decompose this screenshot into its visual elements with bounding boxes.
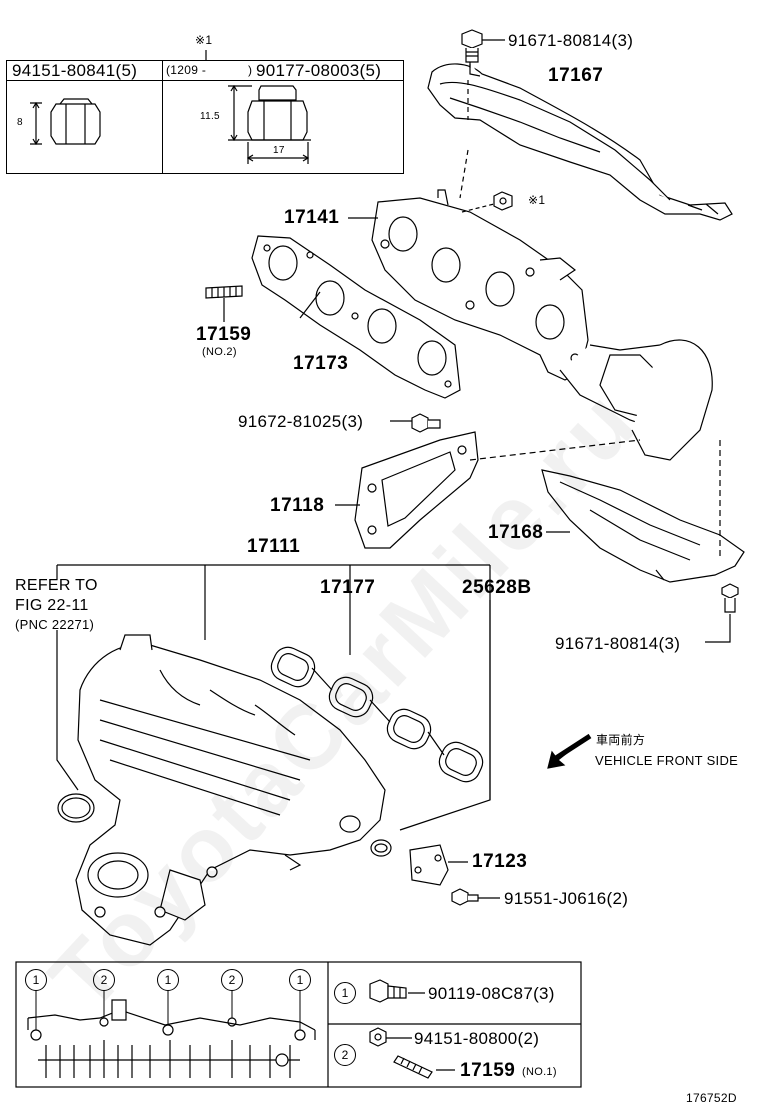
nut-b-width: 17 <box>273 145 285 156</box>
label-91671-top: 91671-80814(3) <box>508 31 634 50</box>
nut-b-date: (1209 - <box>166 63 207 77</box>
nut-a-part-number: 94151-80841(5) <box>12 61 138 80</box>
direction-jp: 車両前方 <box>596 733 646 747</box>
marker-1a: 1 <box>25 969 47 991</box>
bolt-91551 <box>451 888 479 906</box>
label-17118: 17118 <box>270 495 325 516</box>
marker-1b: 1 <box>157 969 179 991</box>
bolt-91671-top <box>461 29 483 63</box>
bracket-tab <box>437 189 449 206</box>
marker-1c: 1 <box>289 969 311 991</box>
label-17141: 17141 <box>284 207 340 228</box>
label-17111: 17111 <box>247 536 301 557</box>
o-ring-refer <box>57 793 95 823</box>
dashed-link-2 <box>469 439 641 461</box>
dashed-link-1 <box>459 80 469 199</box>
leader-gaskets <box>349 600 491 831</box>
ring-25628b <box>370 839 392 857</box>
nut-a-drawing <box>30 98 101 146</box>
nut-legend-box <box>6 60 404 174</box>
legend-row2-marker: 2 <box>334 1044 356 1066</box>
leader-refer <box>56 630 79 791</box>
nut-mark1 <box>493 191 513 211</box>
label-17177: 17177 <box>320 577 376 598</box>
label-91551: 91551-J0616(2) <box>504 889 629 908</box>
legend-row1-marker: 1 <box>334 982 356 1004</box>
nut-b-part-number: 90177-08003(5) <box>256 61 382 80</box>
refer-line-1: REFER TO <box>15 577 98 594</box>
label-91672: 91672-81025(3) <box>238 412 364 431</box>
bracket-17118 <box>354 431 479 549</box>
nut-legend-divider-h <box>6 80 403 81</box>
bolt-91672 <box>411 413 441 433</box>
legend-row2-pn: 94151-80800(2) <box>414 1029 540 1048</box>
label-25628b: 25628B <box>462 577 532 598</box>
stud-17159 <box>205 285 243 299</box>
exhaust-manifold-17141 <box>371 197 713 461</box>
nut-a-dimension: 8 <box>17 117 23 128</box>
bracket-drops <box>56 565 491 800</box>
diagram-code: 176752D <box>686 1091 737 1105</box>
leader-91671-bottom <box>705 614 731 643</box>
front-arrow-icon <box>547 733 592 769</box>
refer-line-3: (PNC 22271) <box>15 617 95 632</box>
label-17168: 17168 <box>488 522 544 543</box>
label-17173: 17173 <box>293 353 349 374</box>
gasket-17173 <box>251 235 461 399</box>
label-mark1: ※1 <box>528 193 546 207</box>
label-91671-bottom: 91671-80814(3) <box>555 634 681 653</box>
gasket-17177 <box>270 646 484 783</box>
note-mark-label: ※1 <box>195 33 213 47</box>
legend-row1-pn: 90119-08C87(3) <box>428 984 555 1003</box>
cover-17123 <box>409 844 449 886</box>
marker-2b: 2 <box>221 969 243 991</box>
nut-b-height: 11.5 <box>200 111 220 122</box>
intake-manifold-17111 <box>75 634 386 946</box>
direction-en: VEHICLE FRONT SIDE <box>595 753 739 768</box>
nut-legend-divider-v <box>162 60 163 173</box>
label-17159: 17159 <box>196 324 252 345</box>
nut-b-drawing <box>228 84 311 164</box>
heat-insulator-17167 <box>427 62 733 221</box>
heat-insulator-17168 <box>541 469 745 583</box>
marker-2a: 2 <box>93 969 115 991</box>
refer-line-2: FIG 22-11 <box>15 597 89 614</box>
legend-row3-note: (NO.1) <box>522 1066 557 1078</box>
legend-row3-pn: 17159 <box>460 1060 516 1081</box>
label-17167: 17167 <box>548 65 604 86</box>
nut-b-paren: ) <box>248 63 253 77</box>
label-17123: 17123 <box>472 851 528 872</box>
leader-17173 <box>299 291 321 319</box>
bolt-91671-bottom <box>721 583 739 613</box>
label-17159-note: (NO.2) <box>202 346 237 358</box>
